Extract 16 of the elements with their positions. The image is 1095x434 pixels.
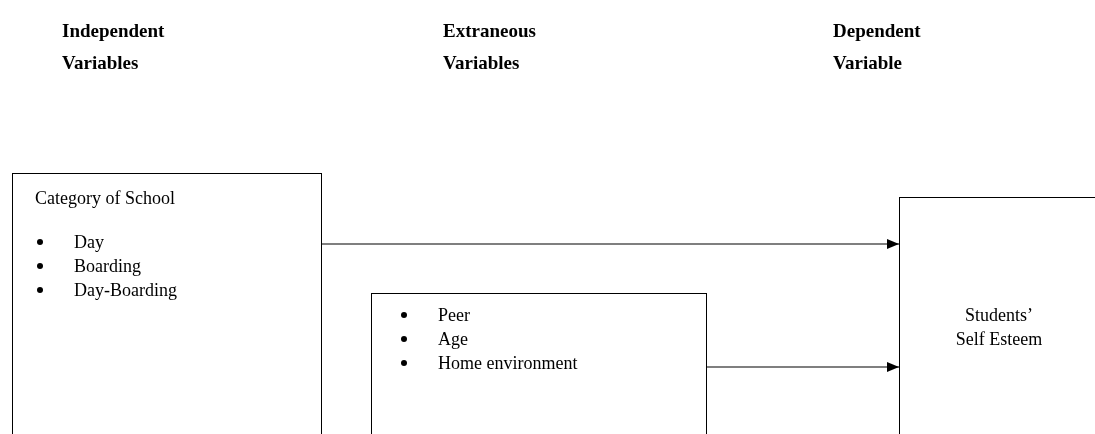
arrow — [706, 362, 900, 372]
column-heading: Extraneous Variables — [443, 19, 537, 75]
column-heading: Dependent Variable — [833, 19, 922, 75]
column-heading: Independent Variables — [62, 19, 166, 75]
bullet-item: Age — [438, 328, 468, 351]
bullet-item: Day-Boarding — [74, 279, 177, 302]
box-heading: Category of School — [35, 187, 175, 210]
bullet-item: Peer — [438, 304, 470, 327]
variable-box — [371, 293, 707, 434]
box-text: Students’ Self Esteem — [954, 304, 1044, 351]
arrow — [321, 239, 900, 249]
bullet-item: Boarding — [74, 255, 141, 278]
bullet-item: Day — [74, 231, 104, 254]
variable-box — [12, 173, 322, 434]
bullet-item: Home environment — [438, 352, 578, 375]
variable-box — [899, 197, 1095, 434]
